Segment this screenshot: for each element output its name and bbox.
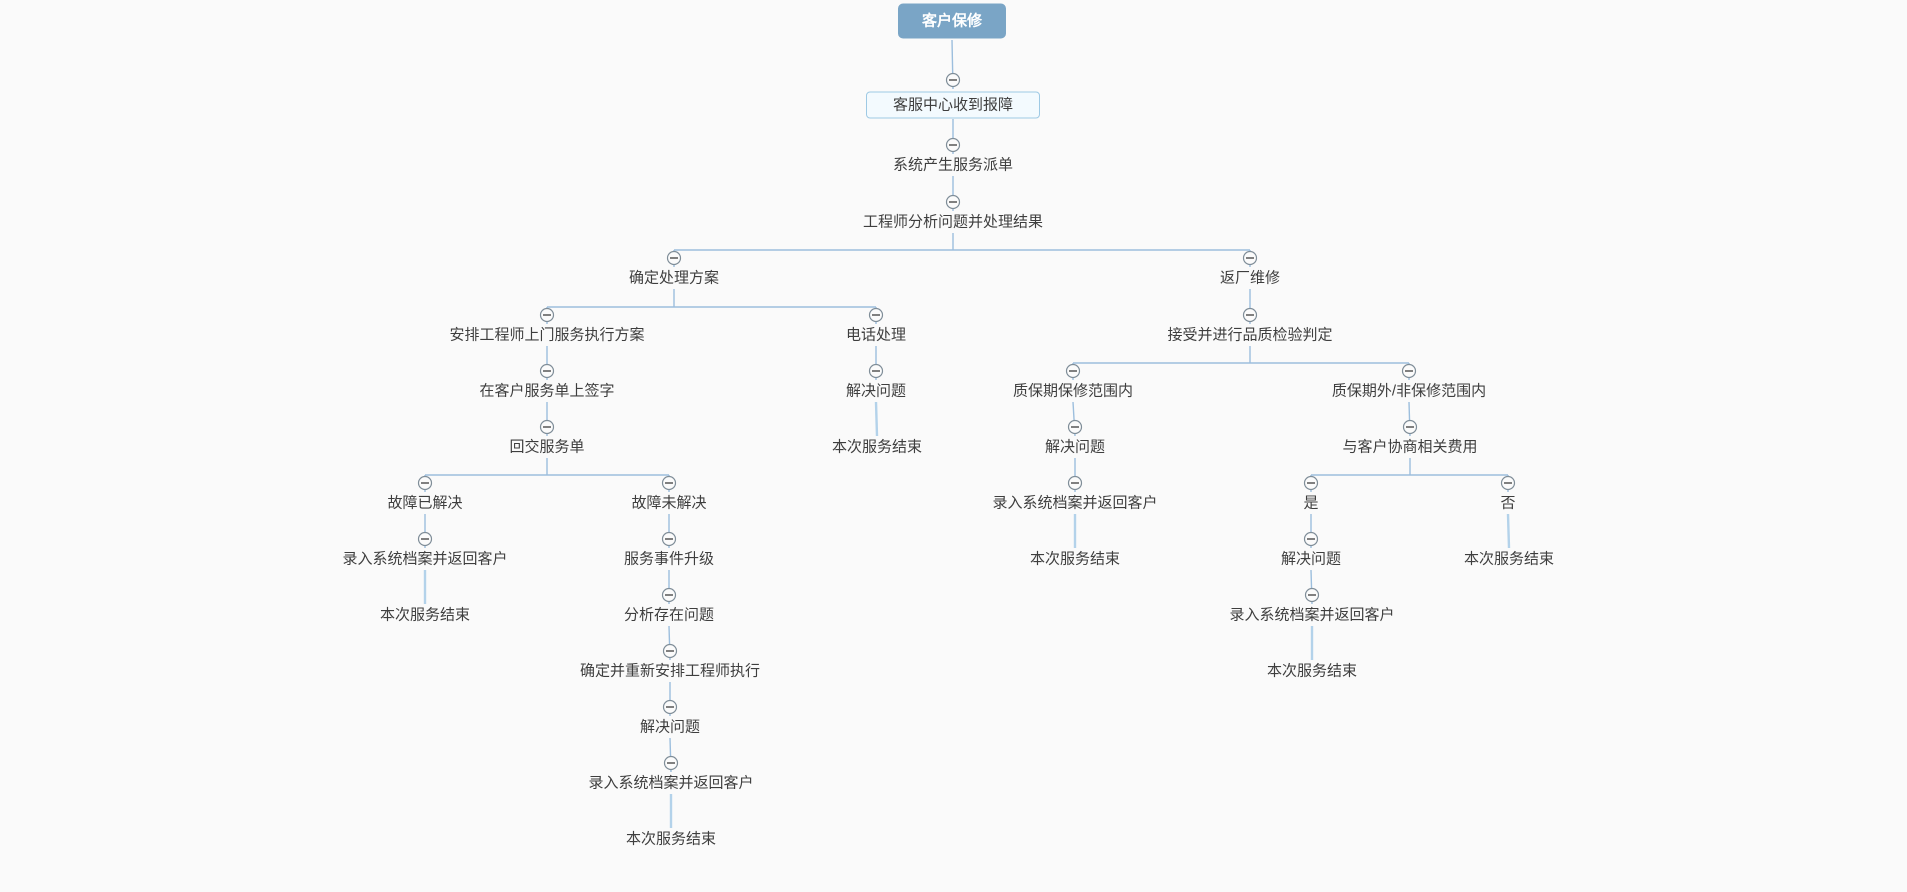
mindmap-node[interactable]: 返厂维修 [1219,269,1281,287]
mindmap-node[interactable]: 质保期保修范围内 [1012,382,1134,400]
connector-line [1506,513,1511,549]
mindmap-node[interactable]: 本次服务结束 [1463,550,1555,568]
mindmap-node[interactable]: 解决问题 [1044,438,1106,456]
mindmap-node[interactable]: 录入系统档案并返回客户 [992,494,1158,512]
collapse-minus-icon[interactable] [417,475,433,491]
collapse-minus-icon[interactable] [1500,475,1516,491]
mindmap-node[interactable]: 本次服务结束 [1266,662,1358,680]
mindmap-node[interactable]: 确定并重新安排工程师执行 [579,662,761,680]
collapse-minus-icon[interactable] [662,643,678,659]
mindmap-node[interactable]: 本次服务结束 [831,438,923,456]
mindmap-node[interactable]: 系统产生服务派单 [892,156,1014,174]
mindmap-node[interactable]: 是 [1303,494,1319,512]
mindmap-node[interactable]: 在客户服务单上签字 [479,382,615,400]
mindmap-node[interactable]: 解决问题 [845,382,907,400]
mindmap-node[interactable]: 解决问题 [1280,550,1342,568]
collapse-minus-icon[interactable] [539,363,555,379]
mindmap-node[interactable]: 安排工程师上门服务执行方案 [449,326,645,344]
mindmap-node[interactable]: 录入系统档案并返回客户 [342,550,508,568]
collapse-minus-icon[interactable] [661,531,677,547]
collapse-minus-icon[interactable] [1401,363,1417,379]
collapse-minus-icon[interactable] [1303,531,1319,547]
collapse-minus-icon[interactable] [539,419,555,435]
collapse-minus-icon[interactable] [661,587,677,603]
collapse-minus-icon[interactable] [662,699,678,715]
collapse-minus-icon[interactable] [1402,419,1418,435]
mindmap-node[interactable]: 接受并进行品质检验判定 [1167,326,1333,344]
mindmap-node[interactable]: 故障未解决 [631,494,707,512]
mindmap-node[interactable]: 回交服务单 [509,438,585,456]
mindmap-node[interactable]: 故障已解决 [387,494,463,512]
mindmap-node[interactable]: 电话处理 [845,326,907,344]
mindmap-node[interactable]: 录入系统档案并返回客户 [588,774,754,792]
collapse-minus-icon[interactable] [1242,250,1258,266]
mindmap-node[interactable]: 本次服务结束 [1029,550,1121,568]
collapse-minus-icon[interactable] [661,475,677,491]
mindmap-node[interactable]: 服务事件升级 [623,550,715,568]
collapse-minus-icon[interactable] [1242,307,1258,323]
collapse-minus-icon[interactable] [868,307,884,323]
collapse-minus-icon[interactable] [1067,475,1083,491]
mindmap-node[interactable]: 否 [1500,494,1516,512]
collapse-minus-icon[interactable] [1067,419,1083,435]
collapse-minus-icon[interactable] [539,307,555,323]
mindmap-node[interactable]: 本次服务结束 [625,830,717,848]
collapse-minus-icon[interactable] [945,194,961,210]
collapse-minus-icon[interactable] [666,250,682,266]
mindmap-node[interactable]: 客服中心收到报障 [865,91,1041,119]
mindmap-node[interactable]: 本次服务结束 [379,606,471,624]
mindmap-node[interactable]: 分析存在问题 [623,606,715,624]
collapse-minus-icon[interactable] [663,755,679,771]
mindmap-node[interactable]: 确定处理方案 [628,269,720,287]
mindmap-node[interactable]: 质保期外/非保修范围内 [1331,382,1487,400]
collapse-minus-icon[interactable] [868,363,884,379]
mindmap-node[interactable]: 工程师分析问题并处理结果 [862,213,1044,231]
collapse-minus-icon[interactable] [945,137,961,153]
connector-line [874,401,879,437]
collapse-minus-icon[interactable] [1303,475,1319,491]
mindmap-root-node[interactable]: 客户保修 [897,3,1007,39]
mindmap-node[interactable]: 与客户协商相关费用 [1342,438,1478,456]
collapse-minus-icon[interactable] [1065,363,1081,379]
mindmap-node[interactable]: 录入系统档案并返回客户 [1229,606,1395,624]
collapse-minus-icon[interactable] [945,72,961,88]
collapse-minus-icon[interactable] [1304,587,1320,603]
mindmap-node[interactable]: 解决问题 [639,718,701,736]
collapse-minus-icon[interactable] [417,531,433,547]
